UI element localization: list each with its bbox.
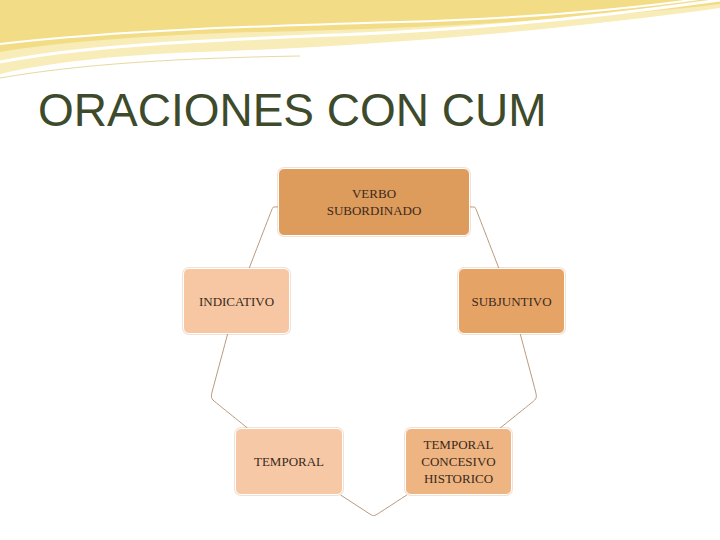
cycle-box: VERBO SUBORDINADO (278, 168, 470, 236)
cycle-arc (249, 207, 278, 268)
cycle-arc (470, 207, 499, 268)
cycle-box: TEMPORAL (235, 428, 343, 495)
cycle-arc (341, 495, 407, 516)
cycle-box: TEMPORAL CONCESIVO HISTORICO (405, 428, 512, 495)
cycle-arc (211, 334, 247, 428)
slide-title: ORACIONES CON CUM (38, 82, 547, 138)
swoosh-line (0, 0, 720, 44)
box-label: TEMPORAL (254, 453, 324, 470)
swoosh-line (0, 56, 300, 78)
cycle-box: INDICATIVO (183, 268, 290, 334)
cycle-box: SUBJUNTIVO (458, 268, 565, 334)
box-label: VERBO SUBORDINADO (314, 185, 434, 219)
cycle-arc (500, 334, 536, 428)
swoosh-band (0, 0, 720, 74)
box-label: TEMPORAL CONCESIVO HISTORICO (414, 436, 503, 487)
box-label: SUBJUNTIVO (471, 293, 551, 310)
swoosh-band (0, 0, 720, 52)
box-label: INDICATIVO (199, 293, 274, 310)
